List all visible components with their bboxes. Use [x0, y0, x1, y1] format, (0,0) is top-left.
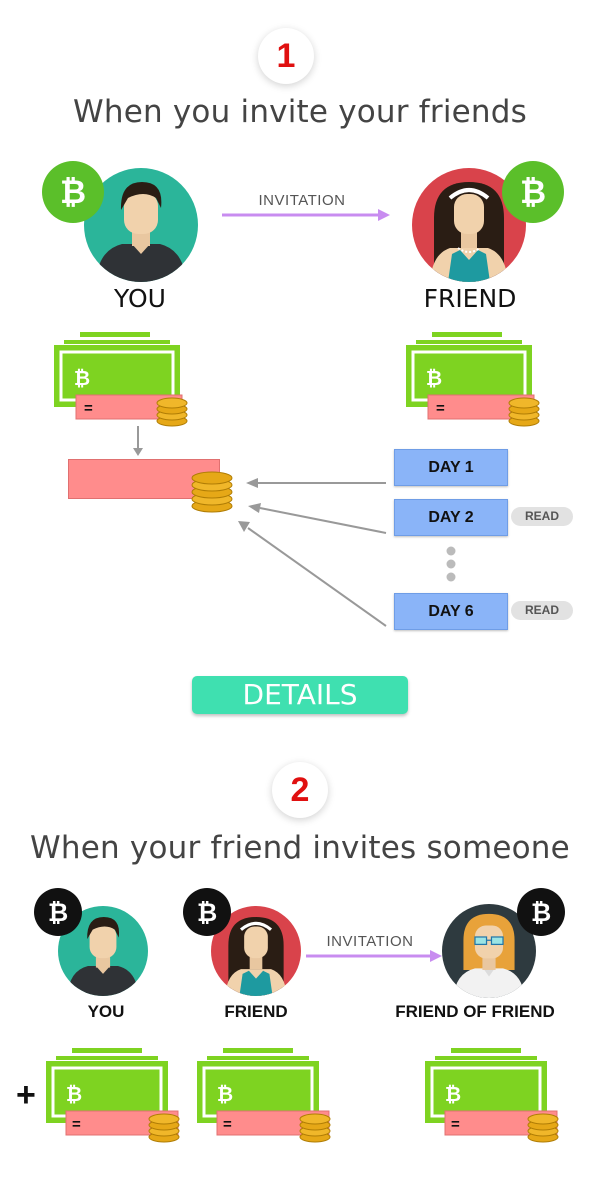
you-avatar [84, 168, 198, 282]
friend-label: FRIEND [224, 1002, 288, 1021]
svg-text:₿: ₿ [445, 1082, 461, 1106]
svg-text:₿: ₿ [531, 898, 551, 927]
bitcoin-reward-bill: ₿ = [197, 1048, 331, 1143]
invitation-label: INVITATION [326, 933, 414, 950]
coin-stack-icon [191, 471, 233, 513]
friend-avatar [412, 168, 526, 282]
you-label: YOU [114, 284, 166, 313]
svg-text:₿: ₿ [60, 173, 86, 211]
svg-text:₿: ₿ [217, 1082, 233, 1106]
svg-text:=: = [72, 1116, 81, 1133]
invitation-arrow [222, 209, 390, 221]
you-label: YOU [87, 1002, 125, 1021]
down-arrow [133, 426, 143, 456]
step-number-2: 2 [272, 762, 328, 818]
bitcoin-reward-bill: ₿ = [425, 1048, 559, 1143]
invitation-arrow [306, 950, 442, 962]
day-2-box: DAY 2 [394, 499, 508, 536]
day-6-box: DAY 6 [394, 593, 508, 630]
svg-text:₿: ₿ [426, 366, 442, 390]
svg-text:₿: ₿ [197, 898, 217, 927]
coin-stack-icon [148, 1113, 180, 1143]
bitcoin-icon: ₿ [34, 888, 82, 936]
read-badge: READ [511, 601, 573, 620]
bitcoin-reward-bill: ₿ = [406, 332, 540, 427]
read-badge: READ [511, 507, 573, 526]
ellipsis-dots [446, 546, 456, 582]
svg-text:₿: ₿ [48, 898, 68, 927]
friend-of-friend-label: FRIEND OF FRIEND [395, 1002, 555, 1021]
friend-avatar [211, 906, 301, 996]
coin-stack-icon [299, 1113, 331, 1143]
svg-text:₿: ₿ [74, 366, 90, 390]
day-1-box: DAY 1 [394, 449, 508, 486]
coin-stack-icon [508, 397, 540, 427]
friend-label: FRIEND [423, 284, 517, 313]
svg-text:=: = [84, 400, 93, 417]
bitcoin-icon: ₿ [517, 888, 565, 936]
details-button[interactable]: DETAILS [192, 676, 408, 714]
bitcoin-icon: ₿ [42, 161, 104, 223]
bitcoin-reward-bill: ₿ = [54, 332, 188, 427]
svg-text:=: = [436, 400, 445, 417]
invitation-label: INVITATION [258, 192, 346, 209]
step-number-1: 1 [258, 28, 314, 84]
coin-stack-icon [156, 397, 188, 427]
section-2-heading: When your friend invites someone [30, 830, 570, 866]
bitcoin-reward-bill: ₿ = [46, 1048, 180, 1143]
svg-text:₿: ₿ [66, 1082, 82, 1106]
plus-sign: + [16, 1076, 36, 1114]
coin-stack-icon [527, 1113, 559, 1143]
svg-text:=: = [223, 1116, 232, 1133]
section-1-heading: When you invite your friends [73, 94, 527, 130]
svg-text:=: = [451, 1116, 460, 1133]
you-avatar [58, 906, 148, 996]
friend-of-friend-avatar [442, 904, 536, 998]
svg-text:₿: ₿ [520, 173, 546, 211]
bitcoin-icon: ₿ [502, 161, 564, 223]
bitcoin-icon: ₿ [183, 888, 231, 936]
